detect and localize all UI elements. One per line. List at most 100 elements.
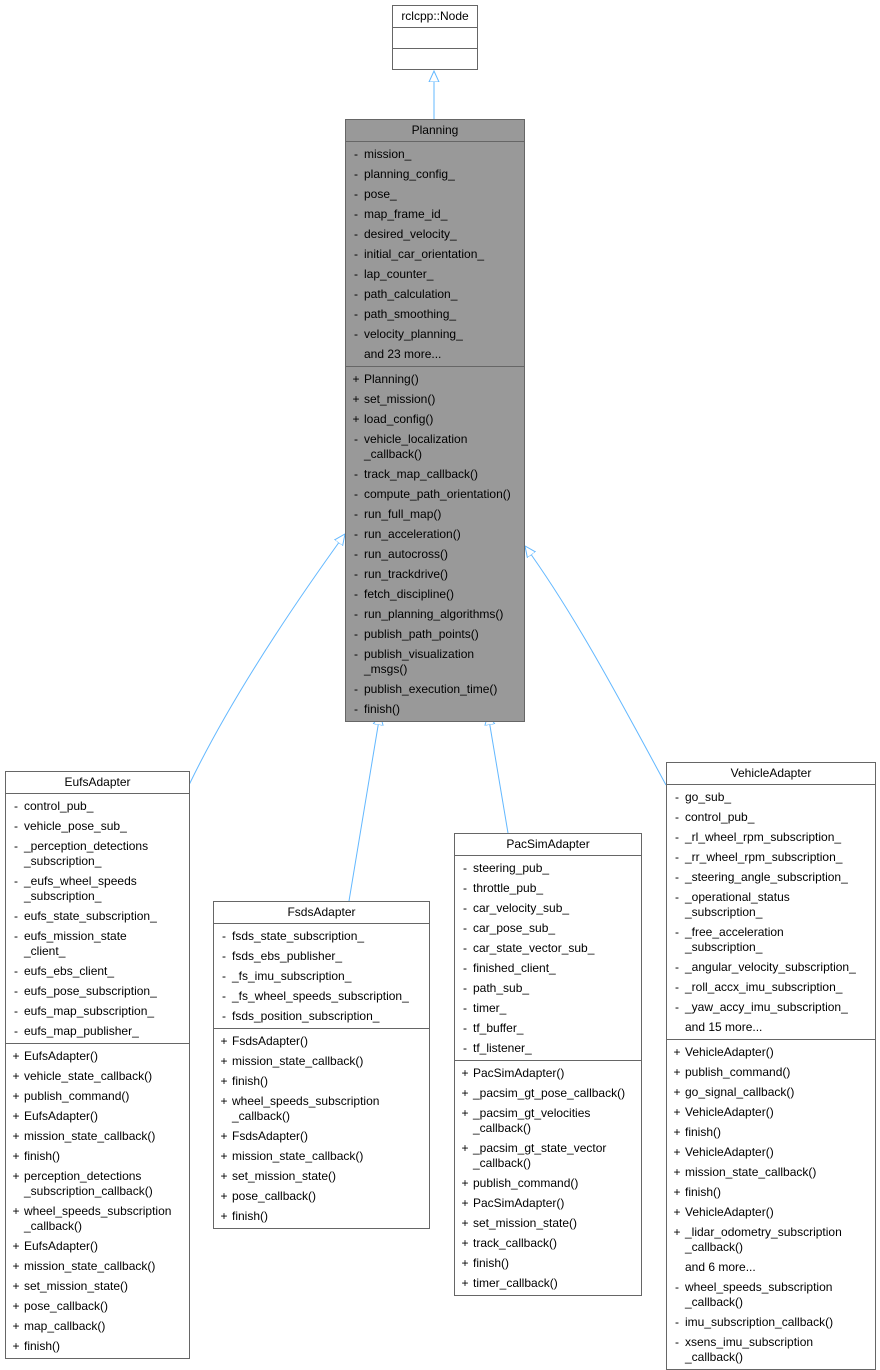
visibility-marker: + [12, 1318, 20, 1333]
visibility-marker: + [220, 1128, 228, 1143]
visibility-marker: + [673, 1184, 681, 1199]
attribute-row: -path_calculation_ [346, 284, 524, 304]
attribute-row: -path_sub_ [455, 978, 641, 998]
member-name: car_velocity_sub_ [473, 900, 570, 915]
member-name: FsdsAdapter() [232, 1033, 309, 1048]
method-row: +VehicleAdapter() [667, 1202, 875, 1222]
visibility-marker: + [461, 1065, 469, 1080]
method-row: +publish_command() [6, 1086, 189, 1106]
method-row: +mission_state_callback() [6, 1256, 189, 1276]
visibility-marker: - [222, 928, 226, 943]
member-name: run_planning_algorithms() [364, 606, 504, 621]
attribute-row: -tf_listener_ [455, 1038, 641, 1058]
method-row: -track_map_callback() [346, 464, 524, 484]
class-fsds-adapter[interactable]: FsdsAdapter-fsds_state_subscription_-fsd… [213, 901, 430, 1229]
member-name: publish_command() [473, 1175, 579, 1190]
visibility-marker: - [354, 701, 358, 716]
method-row: +timer_callback() [455, 1273, 641, 1293]
methods-section: +VehicleAdapter()+publish_command()+go_s… [667, 1039, 875, 1369]
class-pacsim-adapter[interactable]: PacSimAdapter-steering_pub_-throttle_pub… [454, 833, 642, 1296]
attribute-row: -_angular_velocity_subscription_ [667, 957, 875, 977]
member-name: path_smoothing_ [364, 306, 457, 321]
method-row: +VehicleAdapter() [667, 1102, 875, 1122]
member-name: planning_config_ [364, 166, 455, 181]
member-name: mission_state_callback() [232, 1148, 364, 1163]
method-row: +EufsAdapter() [6, 1046, 189, 1066]
visibility-marker: - [463, 1020, 467, 1035]
class-eufs-adapter[interactable]: EufsAdapter-control_pub_-vehicle_pose_su… [5, 771, 190, 1359]
visibility-marker: - [354, 206, 358, 221]
member-name: _eufs_wheel_speeds _subscription_ [24, 873, 137, 903]
member-name: vehicle_localization _callback() [364, 431, 468, 461]
visibility-marker: + [12, 1203, 20, 1218]
attribute-row: -_roll_accx_imu_subscription_ [667, 977, 875, 997]
visibility-marker: - [14, 873, 18, 888]
attribute-row: -eufs_ebs_client_ [6, 961, 189, 981]
visibility-marker: - [675, 849, 679, 864]
inheritance-edge-pacsim-adapter-to-planning [488, 714, 509, 834]
member-name: fsds_ebs_publisher_ [232, 948, 343, 963]
visibility-marker: - [354, 166, 358, 181]
method-row: + PacSimAdapter() [455, 1063, 641, 1083]
visibility-marker: - [14, 928, 18, 943]
member-name: and 6 more... [685, 1259, 756, 1274]
member-name: eufs_pose_subscription_ [24, 983, 157, 998]
method-row: +PacSimAdapter() [455, 1193, 641, 1213]
method-row: +_pacsim_gt_pose_callback() [455, 1083, 641, 1103]
member-name: timer_ [473, 1000, 507, 1015]
member-name: _pacsim_gt_velocities _callback() [473, 1105, 591, 1135]
attribute-row: -control_pub_ [667, 807, 875, 827]
visibility-marker: + [12, 1168, 20, 1183]
method-row: +publish_command() [455, 1173, 641, 1193]
method-row: +pose_callback() [214, 1186, 429, 1206]
attributes-section: -fsds_state_subscription_-fsds_ebs_publi… [214, 924, 429, 1028]
attribute-row: -_yaw_accy_imu_subscription_ [667, 997, 875, 1017]
visibility-marker: + [220, 1188, 228, 1203]
visibility-marker: - [675, 1314, 679, 1329]
class-planning[interactable]: Planning-mission_-planning_config_-pose_… [345, 119, 525, 722]
method-row: +_pacsim_gt_velocities _callback() [455, 1103, 641, 1138]
class-title: VehicleAdapter [667, 763, 875, 785]
member-name: go_signal_callback() [685, 1084, 795, 1099]
visibility-marker: - [354, 266, 358, 281]
member-name: _perception_detections _subscription_ [24, 838, 149, 868]
member-name: PacSimAdapter() [473, 1065, 565, 1080]
member-name: tf_buffer_ [473, 1020, 524, 1035]
member-name: finish() [232, 1208, 269, 1223]
visibility-marker: - [354, 566, 358, 581]
method-row: +finish() [667, 1122, 875, 1142]
visibility-marker: - [463, 1040, 467, 1055]
method-row: -fetch_discipline() [346, 584, 524, 604]
visibility-marker: - [463, 900, 467, 915]
member-name: run_trackdrive() [364, 566, 449, 581]
attribute-row: -initial_car_orientation_ [346, 244, 524, 264]
visibility-marker: - [14, 1003, 18, 1018]
method-row: +_pacsim_gt_state_vector _callback() [455, 1138, 641, 1173]
methods-section: +Planning()+set_mission()+load_config()-… [346, 366, 524, 721]
member-name: finished_client_ [473, 960, 556, 975]
method-row: +track_callback() [455, 1233, 641, 1253]
member-name: eufs_map_publisher_ [24, 1023, 139, 1038]
visibility-marker: + [12, 1338, 20, 1353]
visibility-marker: + [673, 1144, 681, 1159]
visibility-marker: - [675, 979, 679, 994]
member-name: mission_state_callback() [24, 1258, 156, 1273]
attributes-section: -mission_-planning_config_-pose_-map_fra… [346, 142, 524, 366]
member-name: wheel_speeds_subscription _callback() [685, 1279, 833, 1309]
class-rclcpp-node[interactable]: rclcpp::Node [392, 5, 478, 70]
visibility-marker: - [675, 889, 679, 904]
class-vehicle-adapter[interactable]: VehicleAdapter-go_sub_-control_pub_-_rl_… [666, 762, 876, 1370]
member-name: VehicleAdapter() [685, 1144, 774, 1159]
visibility-marker: - [14, 798, 18, 813]
visibility-marker: - [222, 988, 226, 1003]
member-name: fsds_state_subscription_ [232, 928, 365, 943]
method-row: +FsdsAdapter() [214, 1126, 429, 1146]
visibility-marker: + [461, 1085, 469, 1100]
visibility-marker [667, 1020, 685, 1035]
visibility-marker: + [12, 1048, 20, 1063]
visibility-marker: + [12, 1298, 20, 1313]
member-name: _free_acceleration _subscription_ [685, 924, 784, 954]
method-row: +map_callback() [6, 1316, 189, 1336]
visibility-marker: - [463, 920, 467, 935]
visibility-marker: - [354, 546, 358, 561]
